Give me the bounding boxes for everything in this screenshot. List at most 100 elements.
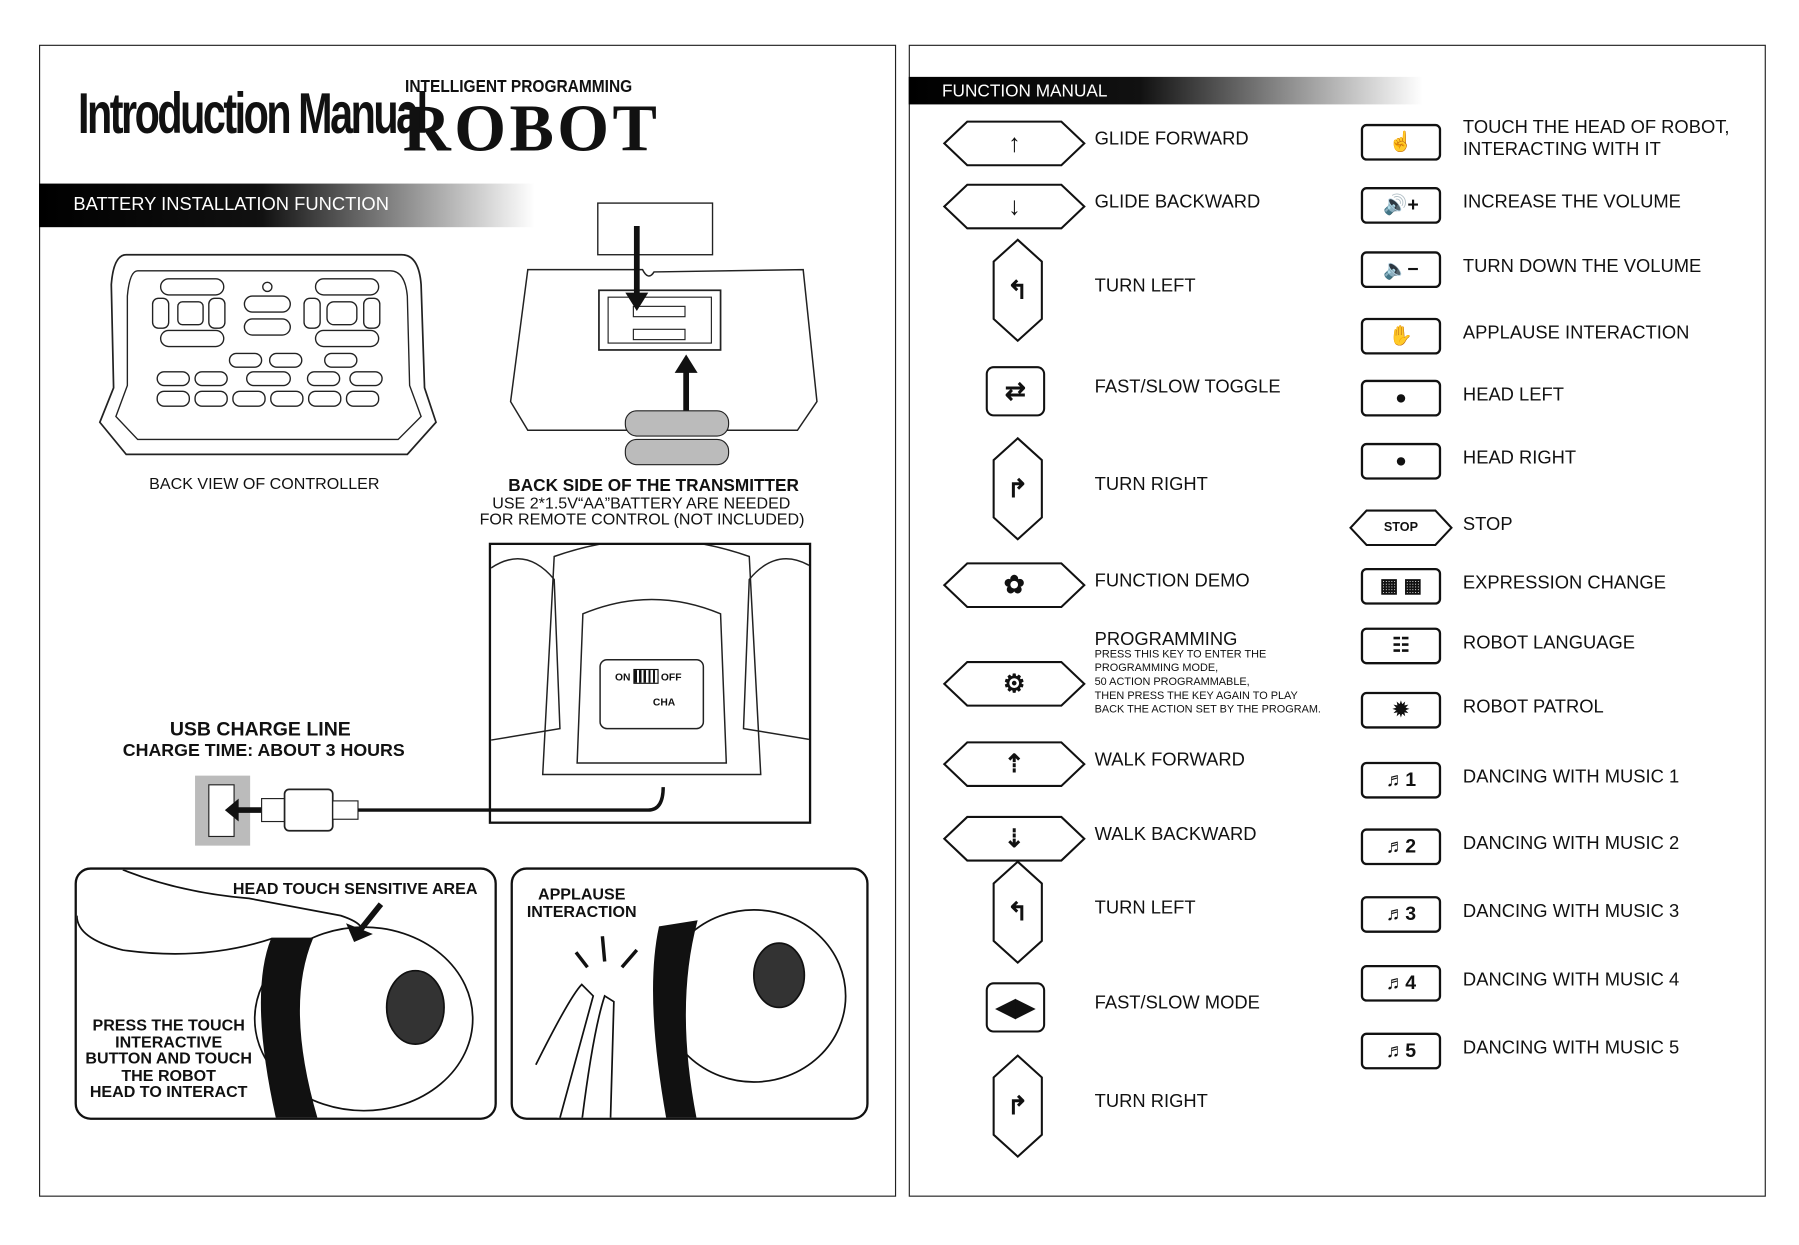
usb-title: USB CHARGE LINE [169,718,351,741]
applause-label-line: INTERACTION [526,901,637,921]
music-2-icon[interactable]: ♬2 [1360,828,1442,866]
function-label: DANCING WITH MUSIC 3 [1462,901,1680,922]
power-switch[interactable] [633,668,659,684]
transmitter-illustration [509,202,818,466]
icon-glyph: ↓ [1007,191,1021,221]
volume-up-icon[interactable]: 🔊+ [1360,187,1442,224]
function-label-line-2: INTERACTING WITH IT [1462,139,1661,160]
arrow-up-icon[interactable]: ↑ [942,120,1087,167]
patrol-icon[interactable]: ✹ [1360,691,1442,729]
music-3-icon[interactable]: ♬3 [1360,896,1442,933]
icon-glyph: ✹ [1392,698,1410,721]
music-1-icon[interactable]: ♬1 [1360,761,1442,799]
icon-glyph: ♬2 [1385,835,1417,858]
charge-port-label: CHA [652,696,676,708]
applause-label: APPLAUSE INTERACTION [524,885,639,921]
programming-detail-line: 50 ACTION PROGRAMMABLE, [1094,675,1250,689]
function-label: HEAD LEFT [1462,385,1564,406]
function-label: APPLAUSE INTERACTION [1462,323,1690,344]
right-panel [908,44,1766,1197]
volume-down-icon[interactable]: 🔈− [1360,251,1442,288]
function-label: WALK BACKWARD [1094,824,1257,845]
gear-icon[interactable]: ⚙ [942,661,1087,707]
function-manual-header: FUNCTION MANUAL [908,76,1423,105]
icon-glyph: ♬3 [1385,903,1417,925]
instruction-line: INTERACTIVE [115,1032,223,1051]
controller-caption: BACK VIEW OF CONTROLLER [149,473,380,493]
icon-glyph: ⇄ [1004,376,1027,406]
arrow-down-icon[interactable]: ↓ [942,183,1087,230]
switch-off-label: OFF [660,671,682,683]
icon-glyph: ☷ [1392,634,1410,657]
toggle-icon[interactable]: ⇄ [985,366,1046,417]
clap-icon[interactable]: ✋ [1360,317,1442,355]
music-4-icon[interactable]: ♬4 [1360,964,1442,1002]
manual-title: Introduction Manual [78,81,428,146]
icon-glyph: ▦ ▦ [1379,574,1423,597]
function-label: GLIDE BACKWARD [1094,192,1261,213]
speed-mode-icon[interactable]: ◀▶ [985,982,1046,1033]
icon-glyph: ● [1395,386,1407,409]
function-label: TURN LEFT [1094,898,1196,918]
function-label: TURN LEFT [1094,276,1196,297]
head-touch-panel: HEAD TOUCH SENSITIVE AREA PRESS THE TOUC… [74,867,497,1120]
battery-note-2: FOR REMOTE CONTROL (NOT INCLUDED) [479,509,805,528]
function-label: ROBOT PATROL [1462,697,1604,718]
function-label: HEAD RIGHT [1462,448,1577,469]
turn-left-icon[interactable]: ↰ [991,238,1044,343]
product-name: ROBOT [402,90,661,166]
icon-glyph: STOP [1383,520,1419,535]
icon-glyph: ✋ [1388,324,1414,347]
function-label: FAST/SLOW MODE [1094,993,1260,1014]
left-panel [39,44,897,1197]
icon-glyph: ♬4 [1385,971,1417,994]
icon-glyph: ↱ [1007,473,1029,503]
head-right-icon[interactable]: ● [1360,442,1442,480]
stop-icon[interactable]: STOP [1348,509,1454,547]
walk-up-icon[interactable]: ⇡ [942,741,1087,788]
instruction-line: THE ROBOT [121,1065,216,1084]
transmitter-title: BACK SIDE OF THE TRANSMITTER [508,476,799,496]
battery-section-header: BATTERY INSTALLATION FUNCTION [39,183,535,228]
icon-glyph: ⇡ [1003,749,1025,778]
icon-glyph: ↰ [1007,897,1029,926]
icon-glyph: ♬5 [1385,1039,1417,1062]
function-label: FAST/SLOW TOGGLE [1094,377,1281,398]
head-left-icon[interactable]: ● [1360,379,1442,417]
turn-left-icon[interactable]: ↰ [991,860,1044,965]
icon-glyph: ↱ [1007,1091,1029,1120]
music-5-icon[interactable]: ♬5 [1360,1032,1442,1070]
icon-glyph: ⚙ [1002,668,1026,698]
head-touch-label: HEAD TOUCH SENSITIVE AREA [232,878,478,898]
function-label: TURN RIGHT [1094,475,1208,495]
function-label: WALK FORWARD [1094,750,1245,770]
applause-panel: APPLAUSE INTERACTION [510,867,869,1120]
robot-back-illustration: ON OFF CHA [488,542,812,824]
function-label: DANCING WITH MUSIC 4 [1462,970,1680,991]
icon-glyph: ♬1 [1385,768,1417,791]
function-label: EXPRESSION CHANGE [1462,573,1666,594]
expression-icon[interactable]: ▦ ▦ [1360,567,1442,605]
icon-glyph: ● [1395,449,1407,472]
icon-glyph: ↑ [1007,128,1021,158]
turn-right-icon[interactable]: ↱ [991,436,1044,541]
programming-detail-line: PROGRAMMING MODE, [1094,662,1219,675]
icon-glyph: ☝ [1388,130,1414,153]
switch-on-label: ON [615,671,631,683]
touch-icon[interactable]: ☝ [1360,123,1442,161]
turn-right-icon[interactable]: ↱ [991,1054,1044,1158]
battery-note-1: USE 2*1.5V“AA”BATTERY ARE NEEDED [492,493,791,512]
function-label: PROGRAMMING [1094,629,1238,650]
usb-cable-illustration [195,775,665,846]
icon-glyph: 🔈− [1383,258,1419,280]
film-reel-icon[interactable]: ✿ [942,562,1087,609]
robot-language-icon[interactable]: ☷ [1360,627,1442,665]
section-title: FUNCTION MANUAL [942,80,1108,101]
function-label: TURN RIGHT [1094,1092,1208,1112]
instruction-line: PRESS THE TOUCH [92,1015,245,1034]
icon-glyph: ↰ [1007,275,1029,305]
function-label: INCREASE THE VOLUME [1462,192,1681,213]
walk-down-icon[interactable]: ⇣ [942,815,1087,862]
function-label: DANCING WITH MUSIC 2 [1462,834,1680,854]
icon-glyph: 🔊+ [1383,193,1419,216]
